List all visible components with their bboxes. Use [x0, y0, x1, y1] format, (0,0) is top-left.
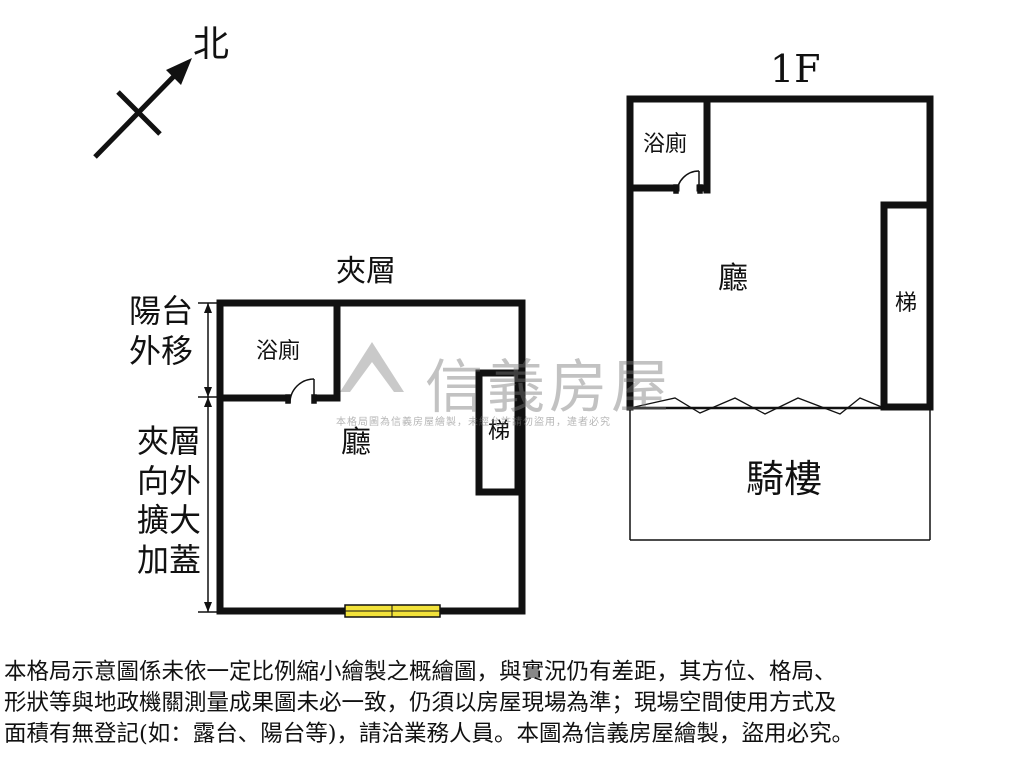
north-arrow-icon [93, 58, 192, 159]
first-floor-bath-label: 浴廁 [643, 132, 688, 157]
watermark-logo-icon [340, 342, 404, 392]
first-floor-bath-door [673, 170, 703, 194]
mezzanine-bath-label: 浴廁 [256, 339, 301, 364]
mezzanine-window [344, 604, 441, 618]
balcony-note: 陽台 外移 [126, 292, 196, 371]
expansion-note-line: 擴大 [136, 501, 201, 540]
mezzanine-bath-door [285, 378, 317, 404]
expansion-note: 夾層 向外 擴大 加蓋 [134, 422, 204, 581]
watermark-brand: 信義房屋 [425, 353, 674, 421]
north-label: 北 [193, 24, 230, 65]
mezzanine-title: 夾層 [336, 254, 396, 289]
arcade-label: 騎樓 [746, 457, 823, 501]
first-floor-front-opening [629, 397, 885, 415]
balcony-note-line: 外移 [128, 331, 193, 370]
disclaimer-line: 形狀等與地政機關測量成果圖未必一致，仍須以房屋現場為準；現場空間使用方式及 [4, 690, 837, 716]
expansion-note-line: 加蓋 [136, 541, 201, 580]
first-floor-plan [626, 95, 934, 541]
disclaimer-line: 面積有無登記(如：露台、陽台等)，請洽業務人員。本圖為信義房屋繪製，盜用必究。 [4, 721, 855, 747]
mezzanine-stair-label: 梯 [488, 419, 511, 444]
balcony-note-line: 陽台 [128, 292, 193, 330]
watermark-notice: 本格局圖為信義房屋繪製，未經允許請勿盜用，違者必究 [336, 417, 611, 428]
mezzanine-plan [198, 299, 526, 618]
first-floor-title: 1F [770, 47, 821, 91]
first-floor-stair-label: 梯 [895, 291, 918, 316]
mezzanine-walls [216, 299, 526, 615]
mezzanine-hall-label: 廳 [341, 425, 371, 460]
first-floor-stair-box [880, 201, 934, 411]
expansion-note-line: 向外 [136, 461, 201, 500]
floor-plan-drawing [93, 58, 934, 618]
dimension-line [198, 302, 218, 613]
arcade-outline [629, 407, 931, 541]
disclaimer-line: 本格局示意圖係未依一定比例縮小繪製之概繪圖，與實況仍有差距，其方位、格局、 [4, 659, 837, 685]
disclaimer: 本格局示意圖係未依一定比例縮小繪製之概繪圖，與實況仍有差距，其方位、格局、 形狀… [4, 657, 1020, 750]
mezzanine-stair-box [475, 369, 522, 496]
first-floor-hall-label: 廳 [718, 261, 748, 296]
expansion-note-line: 夾層 [136, 422, 201, 460]
